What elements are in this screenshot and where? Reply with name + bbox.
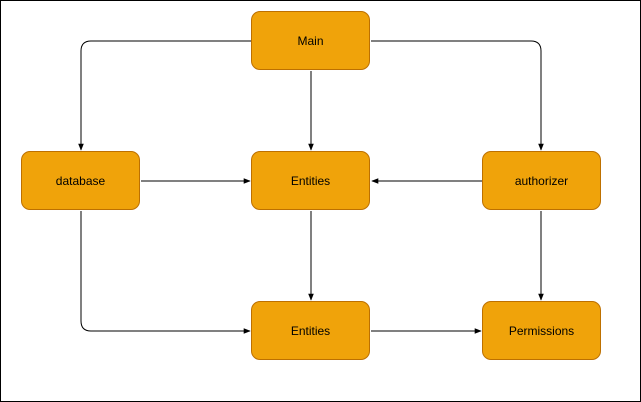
- node-main-label: Main: [297, 33, 324, 48]
- node-entities-top-label: Entities: [290, 173, 331, 188]
- node-permissions[interactable]: Permissions: [482, 301, 601, 360]
- node-main[interactable]: Main: [251, 11, 370, 70]
- edge-main-to-database: [78, 40, 251, 151]
- node-permissions-label: Permissions: [508, 323, 575, 338]
- node-entities-bottom[interactable]: Entities: [251, 301, 370, 360]
- node-database-label: database: [55, 173, 106, 188]
- node-entities-bottom-label: Entities: [290, 323, 331, 338]
- edge-main-to-authorizer: [371, 40, 544, 151]
- edge-database-to-entities-bottom: [80, 211, 251, 334]
- node-authorizer[interactable]: authorizer: [482, 151, 601, 210]
- node-entities-top[interactable]: Entities: [251, 151, 370, 210]
- node-database[interactable]: database: [21, 151, 140, 210]
- node-authorizer-label: authorizer: [514, 173, 569, 188]
